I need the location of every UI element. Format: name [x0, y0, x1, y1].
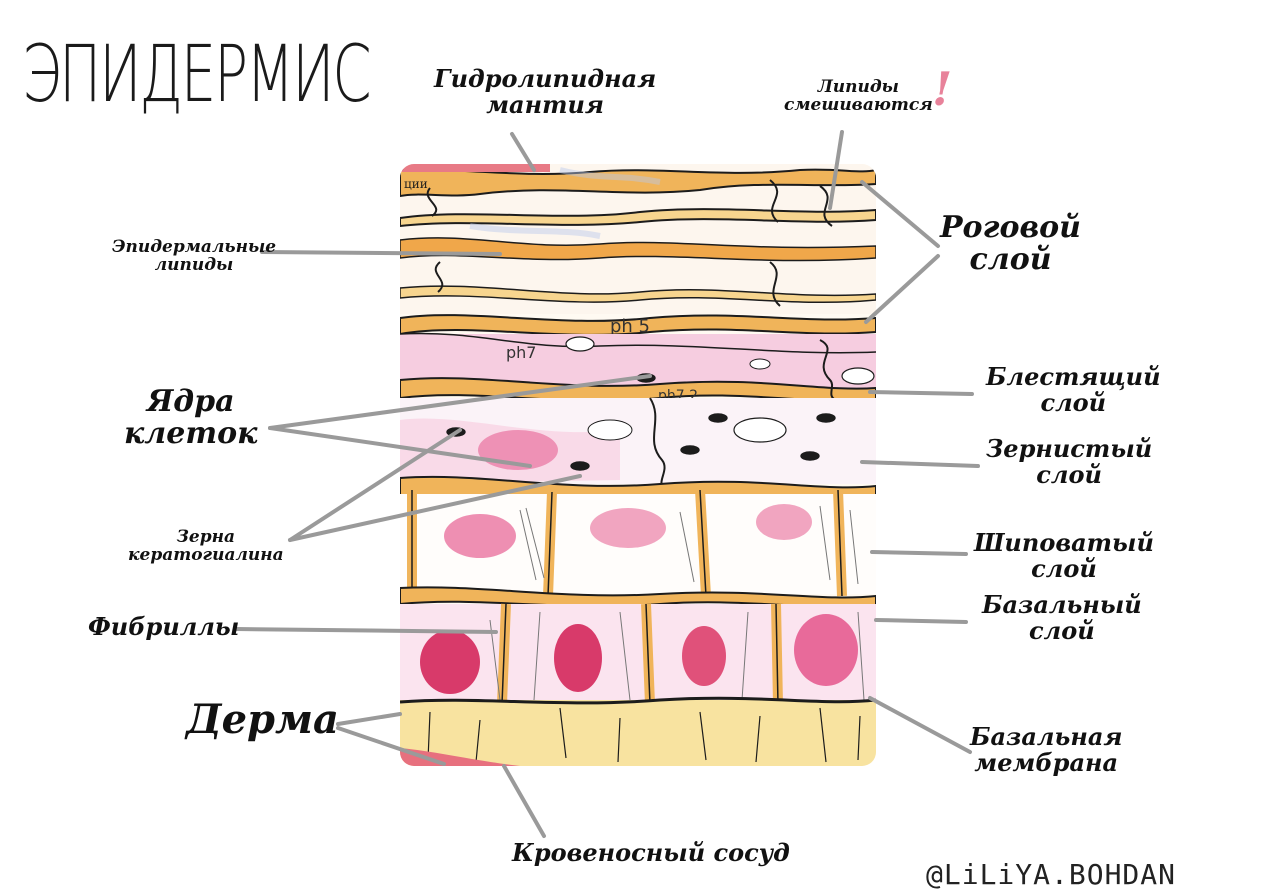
pointer-epidermal-lipids — [260, 250, 502, 256]
pointer-corneum-1 — [860, 180, 940, 248]
pointer-keratohyalin-2 — [288, 474, 582, 542]
ph5-label: ph 5 — [610, 316, 650, 337]
label-basal-membrane: Базальная мембрана — [970, 722, 1123, 777]
label-dermis: Дерма — [186, 696, 339, 743]
label-fibrils: Фибриллы — [88, 612, 240, 641]
pointer-corneum-2 — [864, 254, 940, 324]
stratum-spinosum-drawing — [400, 489, 876, 608]
label-blood-vessel: Кровеносный сосуд — [512, 838, 790, 867]
label-keratohyalin: Зерна кератогиалина — [128, 527, 284, 566]
pointer-granulosum — [860, 460, 980, 468]
pointer-fibrils — [234, 627, 498, 634]
top-corner-text: ции — [404, 177, 428, 191]
pointer-nuclei-1 — [268, 374, 652, 430]
pointer-keratohyalin-1 — [288, 428, 462, 542]
pointer-basal-membrane — [868, 696, 972, 754]
label-stratum-corneum: Роговой слой — [940, 210, 1081, 278]
label-stratum-basale: Базальный слой — [982, 590, 1142, 645]
pointer-dermis-2 — [336, 726, 446, 766]
label-epidermal-lipids: Эпидермальные липиды — [112, 237, 277, 276]
pointer-hydrolipid — [510, 132, 536, 172]
exclamation-mark: ! — [932, 62, 953, 116]
pointer-lucidum — [868, 390, 974, 396]
pointer-blood-vessel — [502, 764, 546, 838]
label-stratum-lucidum: Блестящий слой — [986, 362, 1161, 417]
stratum-granulosum-drawing — [400, 373, 876, 502]
pointer-basale — [874, 618, 968, 624]
pointer-spinosum — [870, 550, 968, 556]
author-signature: @LiLiYA.BOHDAN — [926, 858, 1177, 891]
pointer-nuclei-2 — [268, 426, 532, 468]
label-stratum-granulosum: Зернистый слой — [986, 434, 1153, 489]
pointer-lines — [234, 130, 980, 838]
label-stratum-spinosum: Шиповатый слой — [974, 528, 1154, 583]
label-lipids-mix: Липиды смешиваются — [784, 77, 933, 116]
dermis-drawing — [400, 696, 876, 766]
skin-cross-section: ции ph 5 ph7 ph7,2 — [400, 164, 876, 766]
stratum-lucidum-drawing: ph7 ph7,2 — [400, 332, 876, 404]
page-title: ЭПИДЕРМИС — [22, 30, 372, 120]
stratum-corneum-drawing: ции ph 5 — [400, 164, 876, 337]
pointer-lipids-mix — [828, 130, 844, 210]
label-cell-nuclei: Ядра клеток — [124, 384, 258, 452]
stratum-basale-drawing — [400, 603, 876, 705]
label-hydrolipid-mantle: Гидролипидная мантия — [434, 64, 657, 119]
pointer-dermis-1 — [336, 712, 402, 726]
ph7-label: ph7 — [506, 343, 536, 362]
